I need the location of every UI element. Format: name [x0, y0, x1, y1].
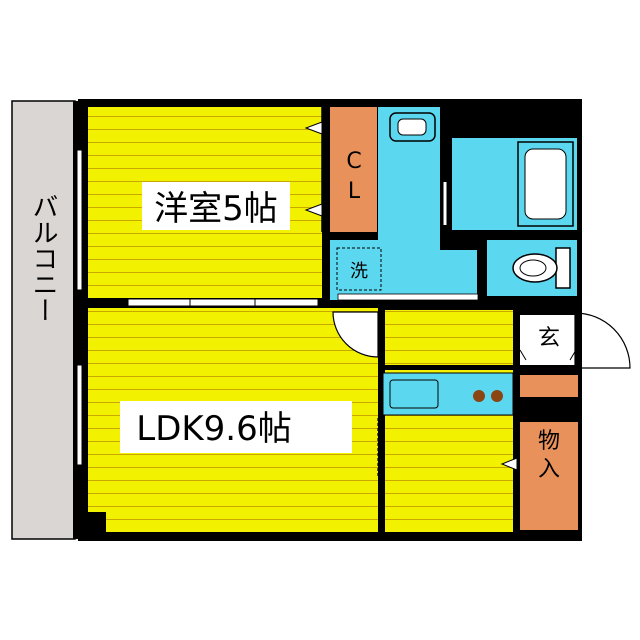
toilet-icon [512, 247, 571, 289]
closet-label-1: C [346, 149, 361, 174]
entrance-step [520, 375, 578, 397]
stove-burner-icon [473, 390, 485, 402]
svg-text:LDK9.6帖: LDK9.6帖 [136, 409, 292, 449]
entrance [520, 315, 578, 365]
ldk-name: LDK [136, 409, 205, 449]
closet [330, 107, 377, 232]
svg-text:洋室5帖: 洋室5帖 [154, 189, 278, 229]
wall-notch [88, 512, 106, 532]
closet-label-2: L [348, 179, 361, 204]
balcony [11, 100, 81, 540]
entrance-door-swing [574, 312, 631, 369]
storage [520, 422, 578, 530]
western-room-name: 洋室 [154, 189, 222, 229]
washroom-label: 洗 [350, 261, 368, 282]
western-room-size: 5帖 [222, 189, 278, 229]
kitchen-sink-icon [389, 379, 439, 409]
washer-space [336, 247, 382, 291]
ldk-size: 9.6帖 [204, 409, 292, 449]
balcony-label: バルコニー [28, 193, 58, 323]
entrance-label: 玄 [538, 326, 560, 351]
storage-label-2: 入 [538, 457, 560, 482]
ldk-door-swing [332, 311, 379, 358]
sliding-door [127, 298, 319, 307]
washroom-area [330, 107, 477, 300]
stove-burner-icon [491, 390, 503, 402]
hallway-floor [385, 310, 513, 365]
storage-label-1: 物 [538, 429, 560, 454]
